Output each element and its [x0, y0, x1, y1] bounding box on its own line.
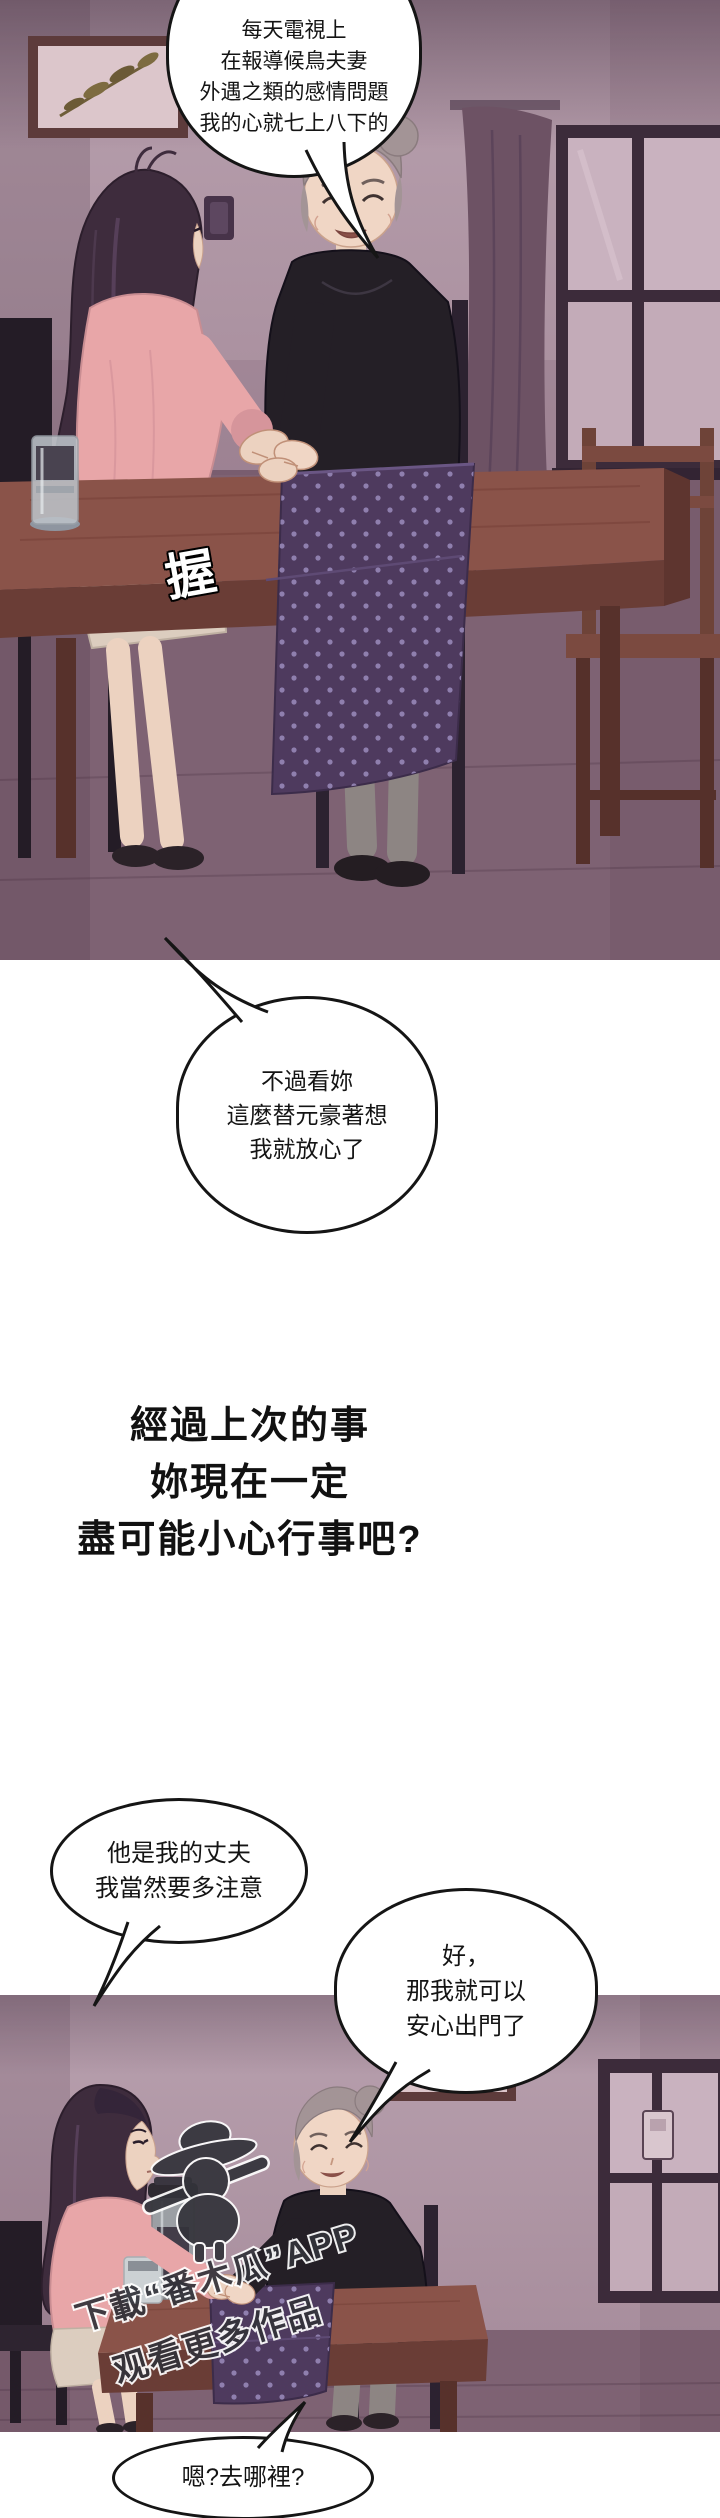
narration-line: 妳現在一定 [149, 1462, 350, 1504]
small-wall-frame [642, 2110, 674, 2160]
smile [320, 2171, 345, 2178]
bubble-line: 我就放心了 [249, 1136, 365, 1162]
curtain [450, 100, 560, 568]
young-woman-face [192, 222, 204, 270]
wall-switch [204, 196, 234, 240]
young-woman-legs [106, 636, 184, 852]
bubble-line: 他是我的丈夫 [107, 1840, 251, 1867]
bubble-line: 這麼替元豪著想 [226, 1102, 388, 1128]
comic-panel-2: 下載“番木瓜”APP 观看更多作品 [0, 1995, 720, 2432]
bubble-line: 外遇之類的感情問題 [199, 81, 389, 104]
bubble-line: 好， [442, 1942, 490, 1970]
bubble-line: 在報導候鳥夫妻 [220, 50, 368, 73]
table-runner [265, 462, 476, 796]
speech-bubble-3: 他是我的丈夫 我當然要多注意 [50, 1798, 308, 1944]
speech-bubble-1: 每天電視上 在報導候鳥夫妻 外遇之類的感情問題 我的心就七上八下的 [166, 0, 422, 178]
speech-bubble-2: 不過看妳 這麼替元豪著想 我就放心了 [176, 996, 438, 1234]
table-runner [203, 2281, 336, 2405]
glass-cup [30, 435, 80, 531]
panel-2-art: 下載“番木瓜”APP 观看更多作品 [0, 1995, 720, 2432]
clasped-hands [122, 2218, 311, 2305]
bubble-line: 嗯?去哪裡? [181, 2464, 305, 2491]
hair-bun [354, 2085, 386, 2117]
bubble-line: 每天電視上 [241, 19, 347, 42]
chair-left [0, 2221, 76, 2425]
young-woman-face [125, 2120, 161, 2191]
bubble-line: 不過看妳 [261, 1068, 353, 1094]
speech-bubble-5: 嗯?去哪裡? [112, 2436, 374, 2518]
window [598, 2059, 720, 2303]
speech-bubble-4: 好， 那我就可以 安心出門了 [334, 1888, 598, 2094]
picture-frame [28, 36, 188, 138]
narration-line: 經過上次的事 [129, 1405, 370, 1447]
bubble-line: 安心出門了 [406, 2012, 526, 2040]
window [552, 125, 720, 480]
bubble-line: 那我就可以 [406, 1977, 526, 2005]
watermark-mascot [142, 2120, 270, 2264]
narration-line: 盡可能小心行事吧? [77, 1519, 423, 1561]
clasped-hands [177, 302, 334, 483]
narration-text: 經過上次的事 妳現在一定 盡可能小心行事吧? [0, 1398, 500, 1569]
small-cup [123, 2256, 163, 2304]
bubble-line: 我的心就七上八下的 [199, 112, 389, 135]
closed-eyes [310, 2142, 363, 2151]
bubble-line: 我當然要多注意 [95, 1875, 263, 1902]
